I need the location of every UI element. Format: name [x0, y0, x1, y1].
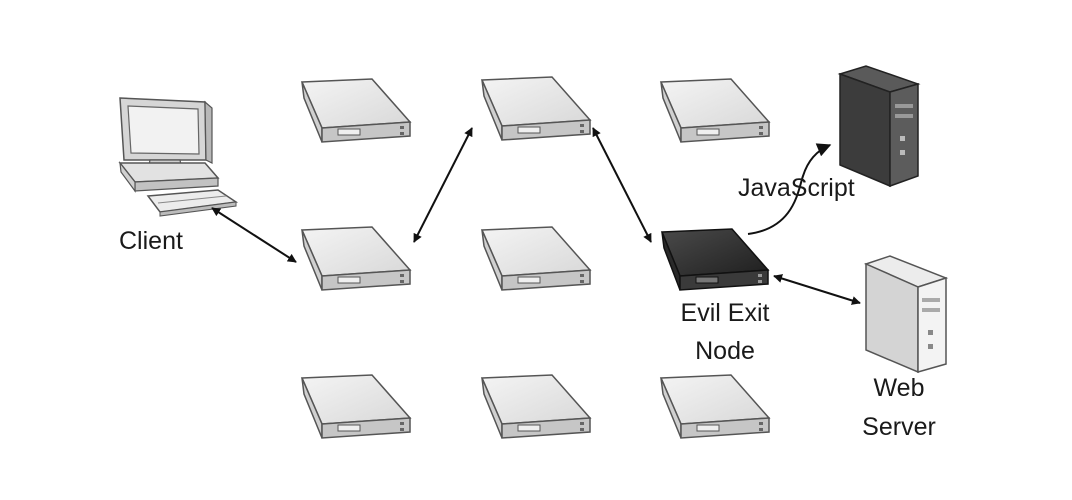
evil-exit-label-line2: Node — [695, 337, 755, 365]
web-server-label-line2: Server — [862, 413, 936, 441]
arrow-javascript-injection — [747, 143, 832, 235]
arrow-middle-to-exit — [592, 127, 652, 243]
web-server-icon — [863, 255, 949, 374]
javascript-label: JavaScript — [738, 174, 855, 202]
client-label: Client — [119, 227, 183, 255]
arrow-exit-to-web-server — [773, 274, 861, 305]
client-computer-icon — [118, 97, 239, 217]
relay-node-entry — [301, 226, 411, 291]
arrow-client-to-entry — [211, 207, 297, 263]
relay-node-top-middle — [481, 76, 591, 141]
relay-node-top-right — [660, 78, 770, 143]
relay-node-bottom-left — [301, 374, 411, 439]
relay-node-top-left — [301, 78, 411, 143]
relay-node-bottom-middle — [481, 374, 591, 439]
relay-node-bottom-right — [660, 374, 770, 439]
evil-exit-label-line1: Evil Exit — [681, 299, 770, 327]
arrow-entry-to-middle — [413, 127, 473, 243]
relay-node-middle — [481, 226, 591, 291]
javascript-server-icon — [837, 65, 921, 188]
web-server-label-line1: Web — [874, 374, 925, 402]
evil-exit-node-icon — [660, 228, 770, 291]
